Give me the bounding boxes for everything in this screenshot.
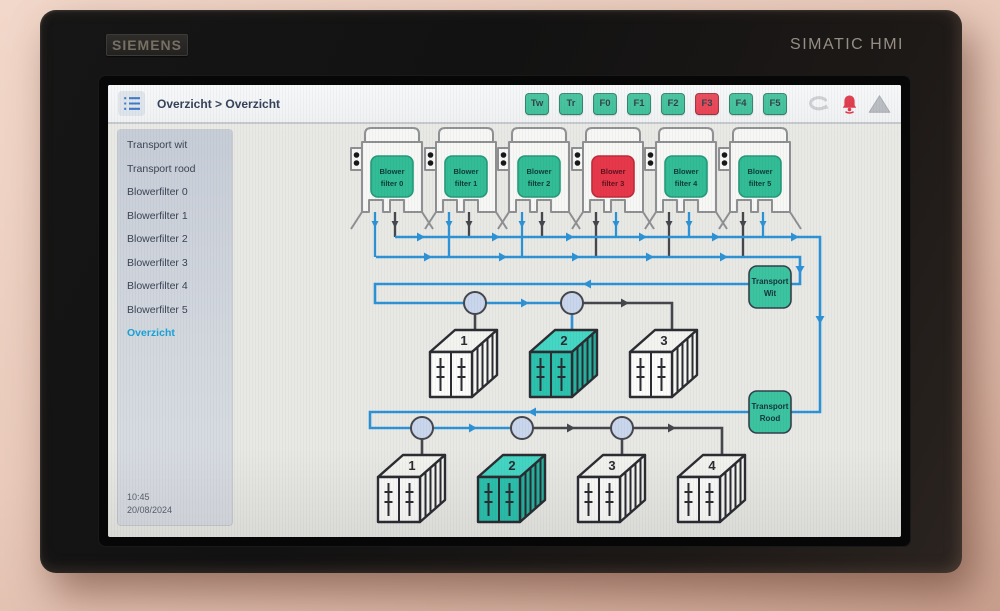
blower-filter-0-unit[interactable]: Blower filter 0 bbox=[350, 127, 434, 257]
blower-filter-2-unit[interactable]: Blower filter 2 bbox=[497, 127, 581, 257]
blower-filter-1-unit[interactable]: Blower filter 1 bbox=[424, 127, 508, 257]
diverter-valve bbox=[510, 416, 534, 440]
svg-text:filter 1: filter 1 bbox=[455, 179, 478, 188]
blower-filter-status-box bbox=[664, 155, 708, 198]
diverter-valve bbox=[560, 291, 584, 315]
blower-filter-status-box bbox=[591, 155, 635, 198]
container-wit-2: 2 bbox=[528, 328, 599, 399]
indicator-dot bbox=[574, 160, 581, 166]
sidebar-item-blowerfilter-2[interactable]: Blowerfilter 2 bbox=[127, 233, 188, 245]
diverter-valve bbox=[410, 416, 434, 440]
indicator-dot bbox=[721, 152, 728, 158]
blower-filter-4-unit[interactable]: Blower filter 4 bbox=[644, 127, 728, 257]
svg-text:Blower: Blower bbox=[600, 167, 625, 176]
sidebar-item-transport-rood[interactable]: Transport rood bbox=[127, 162, 196, 175]
svg-text:filter 0: filter 0 bbox=[381, 179, 404, 188]
indicator-dot bbox=[500, 160, 507, 166]
indicator-dot bbox=[353, 152, 360, 158]
diverter-valve bbox=[610, 416, 634, 440]
hmi-panel-bezel: SIEMENS SIMATIC HMI Blower filter 0 bbox=[40, 10, 962, 573]
svg-text:filter 2: filter 2 bbox=[528, 179, 551, 188]
header-bar: Overzicht > Overzicht Tw Tr F0 F1 F2 F3 … bbox=[108, 85, 901, 124]
svg-text:Rood: Rood bbox=[760, 414, 781, 423]
function-button-f1[interactable]: F1 bbox=[627, 92, 651, 115]
indicator-dot bbox=[427, 160, 434, 166]
blower-filter-status-box bbox=[370, 155, 414, 198]
svg-text:Blower: Blower bbox=[673, 167, 698, 176]
warning-triangle-icon[interactable] bbox=[868, 94, 891, 114]
alarm-bell-icon[interactable] bbox=[840, 94, 859, 114]
svg-text:Blower: Blower bbox=[453, 167, 478, 176]
svg-text:2: 2 bbox=[508, 458, 515, 473]
blower-filter-5-unit[interactable]: Blower filter 5 bbox=[718, 127, 802, 257]
process-overview-diagram: Blower filter 0 Blower filter 1 bbox=[350, 127, 825, 524]
transport-wit-unit[interactable]: Transport Wit bbox=[748, 265, 792, 309]
function-button-f3[interactable]: F3 bbox=[695, 92, 719, 115]
indicator-dot bbox=[647, 160, 654, 166]
sidebar-item-blowerfilter-1[interactable]: Blowerfilter 1 bbox=[127, 209, 188, 222]
svg-text:Transport: Transport bbox=[752, 402, 789, 411]
transport-rood-unit[interactable]: Transport Rood bbox=[748, 390, 792, 434]
acknowledge-loop-icon[interactable] bbox=[807, 95, 831, 113]
diverter-valve bbox=[463, 291, 487, 315]
container-rood-1: 1 bbox=[376, 453, 447, 524]
svg-text:Blower: Blower bbox=[526, 167, 551, 176]
hamburger-list-icon bbox=[123, 97, 140, 110]
function-button-f4[interactable]: F4 bbox=[729, 92, 753, 115]
simatic-hmi-label: SIMATIC HMI bbox=[790, 36, 904, 53]
indicator-dot bbox=[647, 152, 654, 158]
svg-text:1: 1 bbox=[408, 458, 415, 473]
svg-text:Transport: Transport bbox=[752, 277, 789, 286]
blower-filter-status-box bbox=[517, 155, 561, 198]
svg-text:2: 2 bbox=[560, 333, 567, 348]
svg-text:Wit: Wit bbox=[764, 289, 777, 298]
indicator-dot bbox=[427, 152, 434, 158]
svg-text:3: 3 bbox=[608, 458, 615, 473]
function-button-f0[interactable]: F0 bbox=[593, 92, 617, 115]
function-button-f2[interactable]: F2 bbox=[661, 92, 685, 115]
time-label: 10:45 bbox=[127, 492, 150, 502]
blower-filter-label: Blower bbox=[379, 167, 404, 176]
function-button-f5[interactable]: F5 bbox=[763, 92, 787, 115]
menu-button[interactable] bbox=[118, 91, 145, 116]
indicator-dot bbox=[353, 160, 360, 166]
container-wit-3: 3 bbox=[628, 328, 699, 399]
sidebar-item-transport-wit[interactable]: Transport wit bbox=[127, 139, 188, 151]
date-label: 20/08/2024 bbox=[127, 505, 173, 515]
function-button-tr[interactable]: Tr bbox=[559, 92, 583, 115]
indicator-dot bbox=[500, 152, 507, 158]
siemens-logo: SIEMENS bbox=[106, 34, 188, 56]
container-rood-2: 2 bbox=[476, 453, 547, 524]
svg-text:filter 5: filter 5 bbox=[749, 179, 772, 188]
indicator-dot bbox=[721, 160, 728, 166]
container-rood-3: 3 bbox=[576, 453, 647, 524]
blower-filter-3-unit[interactable]: Blower filter 3 bbox=[571, 127, 655, 257]
indicator-dot bbox=[574, 152, 581, 158]
sidebar-item-overzicht[interactable]: Overzicht bbox=[127, 327, 175, 339]
sidebar-item-blowerfilter-5[interactable]: Blowerfilter 5 bbox=[127, 303, 188, 316]
blower-filter-status-box bbox=[444, 155, 488, 198]
svg-text:Blower: Blower bbox=[747, 167, 772, 176]
container-rood-4: 4 bbox=[676, 453, 747, 524]
hmi-screen: Blower filter 0 Blower filter 1 bbox=[108, 85, 901, 537]
clock-display: 10:45 20/08/2024 bbox=[127, 491, 172, 517]
sidebar-item-blowerfilter-0[interactable]: Blowerfilter 0 bbox=[127, 186, 188, 198]
breadcrumb: Overzicht > Overzicht bbox=[157, 96, 281, 111]
blower-filter-status-box bbox=[738, 155, 782, 198]
navigation-sidebar: Transport wit Transport rood Blowerfilte… bbox=[118, 130, 232, 525]
svg-text:4: 4 bbox=[708, 458, 716, 473]
svg-text:filter 3: filter 3 bbox=[602, 179, 625, 188]
function-button-tw[interactable]: Tw bbox=[525, 92, 549, 115]
sidebar-item-blowerfilter-3[interactable]: Blowerfilter 3 bbox=[127, 256, 188, 269]
svg-text:1: 1 bbox=[460, 333, 467, 348]
sidebar-item-blowerfilter-4[interactable]: Blowerfilter 4 bbox=[127, 280, 188, 292]
container-wit-1: 1 bbox=[428, 328, 499, 399]
pipe-network bbox=[368, 232, 825, 463]
svg-text:filter 4: filter 4 bbox=[675, 179, 698, 188]
svg-text:3: 3 bbox=[660, 333, 667, 348]
